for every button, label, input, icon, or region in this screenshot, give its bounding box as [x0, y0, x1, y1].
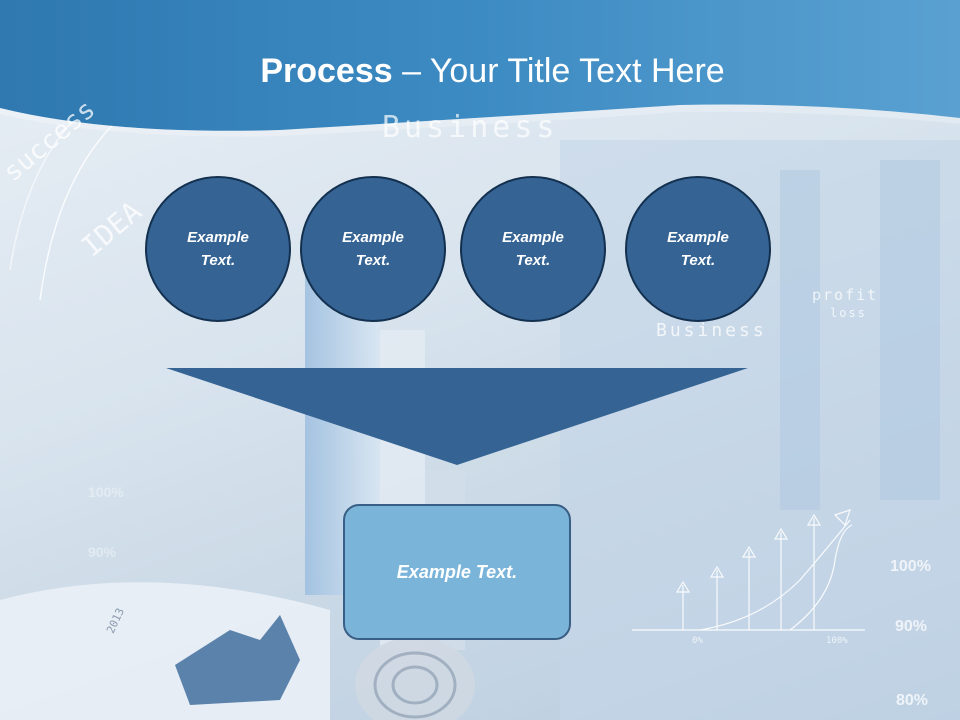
funnel-arrow[interactable]	[166, 368, 748, 466]
bg-word-business-top: Business	[382, 110, 559, 145]
process-step-label: Example Text.	[502, 229, 564, 269]
process-step-2[interactable]: Example Text.	[300, 176, 446, 322]
bg-percent: 80%	[896, 692, 929, 709]
process-step-3[interactable]: Example Text.	[460, 176, 606, 322]
process-step-label: Example Text.	[667, 229, 729, 269]
bg-word-loss: loss	[830, 306, 867, 320]
result-box[interactable]: Example Text.	[343, 504, 571, 640]
process-step-1[interactable]: Example Text.	[145, 176, 291, 322]
bg-percent: 0%	[692, 636, 703, 646]
result-label: Example Text.	[396, 561, 518, 582]
process-step-4[interactable]: Example Text.	[625, 176, 771, 322]
bg-percent: 90%	[88, 544, 117, 560]
process-step-label: Example Text.	[187, 229, 249, 269]
bg-percent: 90%	[895, 618, 928, 635]
bg-percent: 100%	[826, 636, 848, 646]
bg-percent: 100%	[88, 484, 124, 500]
process-step-label: Example Text.	[342, 229, 404, 269]
title-bold: Process	[260, 52, 393, 90]
bg-word-profit: profit	[812, 286, 879, 304]
bg-percent: 100%	[890, 558, 931, 575]
bg-word-business-mid: Business	[656, 320, 767, 341]
slide-title: Process – Your Title Text Here	[0, 52, 960, 91]
title-rest: – Your Title Text Here	[392, 52, 725, 90]
